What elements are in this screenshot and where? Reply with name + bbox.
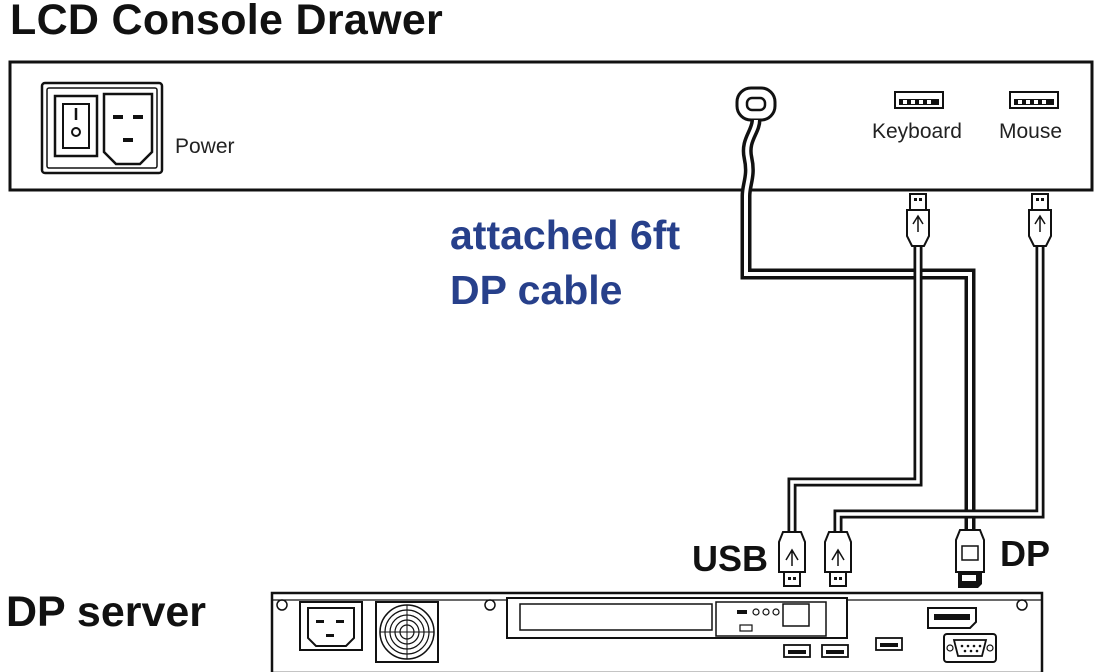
server-title: DP server [6, 588, 207, 636]
console-drawer-title: LCD Console Drawer [10, 0, 444, 44]
server-usb-port-icon [783, 644, 811, 658]
mouse-usb-port-icon [1009, 91, 1059, 109]
server-usb-port-icon [821, 644, 849, 658]
expansion-slot [506, 597, 848, 639]
cable-note: attached 6ft DP cable [450, 208, 680, 318]
keyboard-usb-plug-icon [906, 193, 930, 247]
power-label: Power [175, 135, 235, 158]
dp-server-chassis [270, 591, 1044, 672]
server-usb-port-icon [875, 637, 903, 651]
server-power-inlet-icon [299, 601, 363, 651]
mouse-usb-cable [833, 246, 1045, 532]
mouse-usb-plug-icon [1028, 193, 1052, 247]
cable-note-line1: attached 6ft [450, 212, 681, 258]
dp-connector-label: DP [1000, 533, 1051, 574]
power-switch-icon [53, 94, 99, 158]
usb-plug-icon [778, 531, 806, 587]
keyboard-usb-cable [787, 246, 923, 532]
cable-note-line2: DP cable [450, 267, 623, 313]
usb-connector-label: USB [692, 538, 769, 579]
keyboard-label: Keyboard [872, 120, 962, 143]
fan-icon [375, 601, 439, 663]
mouse-label: Mouse [999, 120, 1063, 143]
dp-cable-grommet-icon [735, 86, 777, 122]
server-dp-port-icon [927, 607, 977, 629]
usb-plug-icon [824, 531, 852, 587]
power-inlet-icon [40, 81, 164, 175]
vga-port-icon [943, 633, 997, 663]
console-drawer-body [8, 60, 1094, 192]
keyboard-usb-port-icon [894, 91, 944, 109]
dp-plug-icon [955, 529, 985, 588]
